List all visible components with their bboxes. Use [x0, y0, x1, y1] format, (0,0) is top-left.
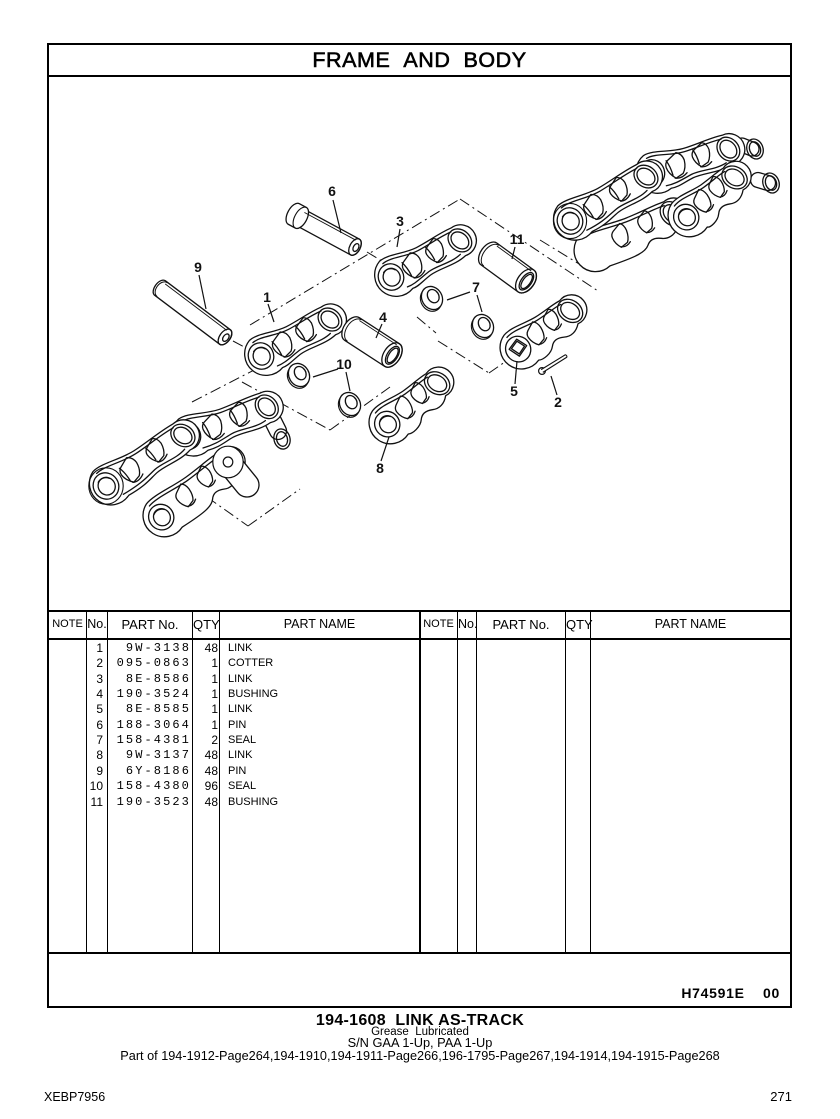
svg-text:9: 9: [194, 259, 202, 275]
svg-text:10: 10: [336, 356, 352, 372]
svg-text:8: 8: [376, 460, 384, 476]
svg-text:3: 3: [396, 213, 404, 229]
svg-text:1: 1: [263, 289, 271, 305]
svg-text:5: 5: [510, 383, 518, 399]
svg-text:7: 7: [472, 279, 480, 295]
svg-text:4: 4: [379, 309, 387, 325]
svg-text:11: 11: [510, 231, 525, 247]
svg-text:6: 6: [328, 183, 336, 199]
svg-text:2: 2: [554, 394, 562, 410]
